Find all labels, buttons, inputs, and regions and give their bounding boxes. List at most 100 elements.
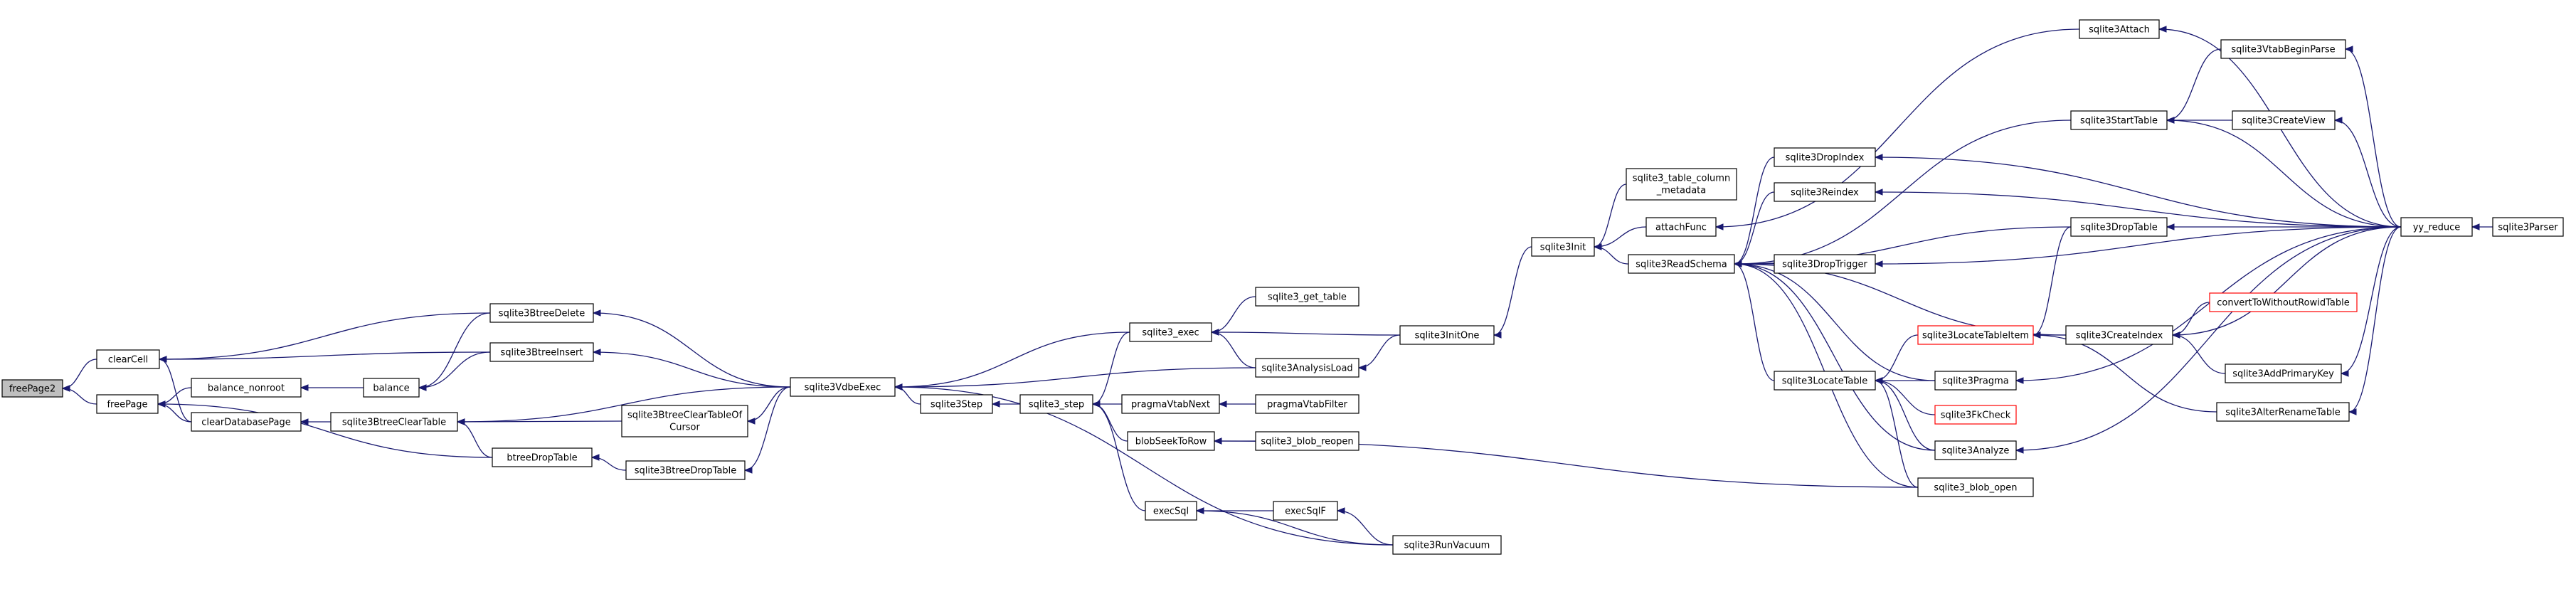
node-pragmaVtabNext[interactable]: pragmaVtabNext (1121, 394, 1220, 414)
node-sqlite3_blob_reopen[interactable]: sqlite3_blob_reopen (1255, 431, 1359, 451)
node-sqlite3CreateView[interactable]: sqlite3CreateView (2232, 110, 2336, 130)
arrowhead (1733, 260, 1742, 267)
node-sqlite3Analyze[interactable]: sqlite3Analyze (1934, 440, 2017, 460)
node-sqlite3FkCheck[interactable]: sqlite3FkCheck (1934, 405, 2017, 425)
node-label: sqlite3InitOne (1415, 331, 1480, 341)
node-freePage2[interactable]: freePage2 (1, 379, 63, 398)
node-label: sqlite3CreateIndex (2076, 331, 2163, 341)
edge-btreeDropTable-to-freePage (157, 400, 493, 458)
node-btreeDropTable[interactable]: btreeDropTable (492, 447, 593, 467)
node-sqlite3Parser[interactable]: sqlite3Parser (2492, 217, 2564, 237)
node-execSqlF[interactable]: execSqlF (1273, 501, 1338, 521)
edge-sqlite3DropIndex-to-sqlite3ReadSchema (1733, 156, 1775, 267)
edge-sqlite3Analyze-to-sqlite3ReadSchema (1733, 260, 1936, 451)
node-sqlite3BtreeDropTable[interactable]: sqlite3BtreeDropTable (625, 460, 746, 480)
node-sqlite3LocateTableItem[interactable]: sqlite3LocateTableItem (1917, 325, 2034, 345)
edge-btreeDropTable-to-sqlite3BtreeClearTable (456, 418, 493, 458)
edge-pragmaVtabFilter-to-pragmaVtabNext (1218, 400, 1256, 408)
arrowhead (418, 384, 427, 391)
node-label: sqlite3LocateTable (1782, 376, 1867, 387)
edge-line (894, 331, 1130, 388)
node-sqlite3_step[interactable]: sqlite3_step (1019, 394, 1093, 414)
edge-sqlite3BtreeInsert-to-balance (418, 351, 491, 391)
node-sqlite3Attach[interactable]: sqlite3Attach (2079, 19, 2160, 39)
node-label: sqlite3_step (1029, 400, 1084, 410)
node-freePage[interactable]: freePage (96, 394, 159, 414)
node-execSql[interactable]: execSql (1145, 501, 1197, 521)
edge-line (1734, 263, 1936, 381)
edge-sqlite3_blob_open-to-sqlite3LocateTable (1874, 377, 1919, 488)
node-sqlite3VdbeExec[interactable]: sqlite3VdbeExec (790, 377, 896, 397)
node-label: pragmaVtabFilter (1267, 400, 1348, 410)
edge-yy_reduce-to-sqlite3Pragma (2015, 226, 2402, 384)
node-convertToWithoutRowidTable[interactable]: convertToWithoutRowidTable (2209, 292, 2358, 312)
node-clearDatabasePage[interactable]: clearDatabasePage (191, 412, 302, 432)
arrowhead (1493, 331, 1502, 339)
node-sqlite3VtabBeginParse[interactable]: sqlite3VtabBeginParse (2220, 39, 2346, 59)
node-sqlite3AlterRenameTable[interactable]: sqlite3AlterRenameTable (2216, 402, 2350, 422)
node-sqlite3InitOne[interactable]: sqlite3InitOne (1399, 325, 1495, 345)
node-balance_nonroot[interactable]: balance_nonroot (191, 378, 302, 398)
edge-freePage-to-freePage2 (61, 385, 97, 405)
node-box (489, 342, 594, 362)
node-sqlite3_get_table[interactable]: sqlite3_get_table (1255, 287, 1359, 307)
edge-line (744, 386, 791, 471)
node-label: sqlite3RunVacuum (1404, 541, 1490, 551)
edge-line (1734, 263, 1936, 451)
node-sqlite3Reindex[interactable]: sqlite3Reindex (1774, 182, 1876, 202)
edge-sqlite3BtreeInsert-to-clearCell (158, 351, 491, 363)
edge-line (2345, 48, 2402, 228)
edge-line (1594, 246, 1629, 265)
arrowhead (2348, 408, 2357, 415)
arrowhead (2015, 447, 2024, 454)
node-sqlite3Pragma[interactable]: sqlite3Pragma (1934, 371, 2017, 391)
node-sqlite3DropTrigger[interactable]: sqlite3DropTrigger (1774, 254, 1876, 274)
edge-line (1092, 403, 1146, 511)
node-sqlite3StartTable[interactable]: sqlite3StartTable (2070, 110, 2168, 130)
node-sqlite3BtreeInsert[interactable]: sqlite3BtreeInsert (489, 342, 594, 362)
node-sqlite3Step[interactable]: sqlite3Step (920, 394, 993, 414)
edge-line (2032, 334, 2217, 413)
edge-line (894, 386, 921, 405)
node-sqlite3AddPrimaryKey[interactable]: sqlite3AddPrimaryKey (2225, 364, 2342, 383)
node-sqlite3RunVacuum[interactable]: sqlite3RunVacuum (1392, 535, 1502, 555)
node-label: sqlite3VdbeExec (805, 383, 881, 393)
edge-sqlite3LocateTable-to-sqlite3ReadSchema (1733, 260, 1775, 381)
node-box (492, 447, 593, 467)
edge-line (2166, 120, 2402, 228)
node-sqlite3LocateTable[interactable]: sqlite3LocateTable (1774, 371, 1876, 391)
node-box (1628, 254, 1735, 274)
node-sqlite3DropTable[interactable]: sqlite3DropTable (2070, 217, 2168, 237)
node-sqlite3CreateIndex[interactable]: sqlite3CreateIndex (2065, 325, 2173, 345)
node-label: balance (373, 383, 409, 394)
node-box (1917, 477, 2034, 497)
edge-line (457, 420, 622, 423)
node-sqlite3DropIndex[interactable]: sqlite3DropIndex (1774, 147, 1876, 167)
edge-line (159, 359, 192, 423)
node-attachFunc[interactable]: attachFunc (1645, 217, 1717, 237)
node-sqlite3ReadSchema[interactable]: sqlite3ReadSchema (1628, 254, 1735, 274)
node-sqlite3_table_column_metadata[interactable]: sqlite3_table_column_metadata (1626, 168, 1737, 201)
edge-sqlite3VdbeExec-to-sqlite3BtreeClearTableOfCursor (746, 386, 791, 425)
node-sqlite3BtreeDelete[interactable]: sqlite3BtreeDelete (489, 303, 594, 323)
edge-sqlite3VdbeExec-to-sqlite3BtreeDropTable (743, 386, 791, 474)
arrowhead (1210, 329, 1219, 336)
node-yy_reduce[interactable]: yy_reduce (2400, 217, 2473, 237)
edge-sqlite3ReadSchema-to-sqlite3Init (1593, 243, 1629, 265)
node-sqlite3Init[interactable]: sqlite3Init (1531, 237, 1595, 257)
edge-line (1358, 334, 1401, 368)
node-sqlite3_exec[interactable]: sqlite3_exec (1129, 322, 1212, 342)
arrowhead (1874, 189, 1883, 196)
edge-sqlite3_step-to-sqlite3Step (991, 400, 1020, 408)
node-balance[interactable]: balance (363, 378, 420, 398)
node-blobSeekToRow[interactable]: blobSeekToRow (1127, 431, 1215, 451)
node-sqlite3BtreeClearTable[interactable]: sqlite3BtreeClearTable (330, 412, 458, 432)
node-sqlite3AnalysisLoad[interactable]: sqlite3AnalysisLoad (1255, 358, 1359, 378)
node-clearCell[interactable]: clearCell (96, 349, 160, 369)
edge-line (1594, 184, 1627, 248)
node-sqlite3_blob_open[interactable]: sqlite3_blob_open (1917, 477, 2034, 497)
edge-yy_reduce-to-sqlite3Reindex (1874, 189, 2402, 228)
node-pragmaVtabFilter[interactable]: pragmaVtabFilter (1255, 394, 1359, 414)
edge-clearDatabasePage-to-clearCell (158, 356, 192, 423)
